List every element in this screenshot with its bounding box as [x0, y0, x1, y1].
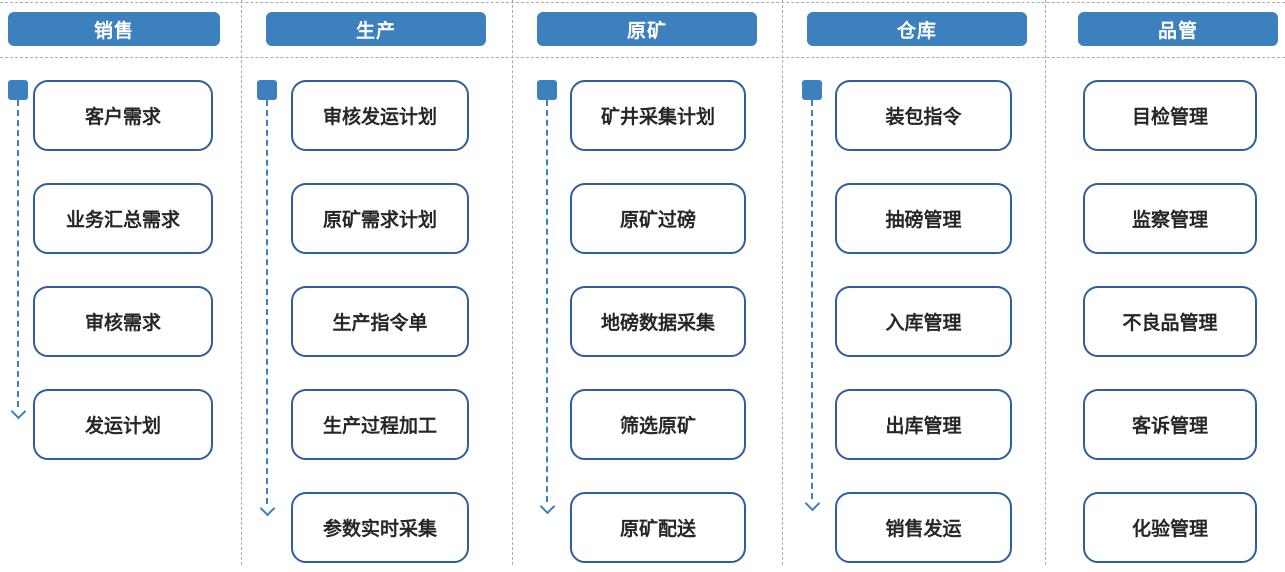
process-box: 入库管理	[835, 286, 1012, 357]
flow-start-marker	[802, 80, 822, 100]
process-box: 装包指令	[835, 80, 1012, 151]
column-header-quality: 品管	[1078, 12, 1278, 46]
column-divider	[512, 0, 513, 565]
flow-start-marker	[257, 80, 277, 100]
process-box: 生产过程加工	[291, 389, 469, 460]
process-box: 客诉管理	[1083, 389, 1257, 460]
process-box: 出库管理	[835, 389, 1012, 460]
process-box: 筛选原矿	[570, 389, 746, 460]
process-box: 矿井采集计划	[570, 80, 746, 151]
process-box: 原矿过磅	[570, 183, 746, 254]
process-box: 监察管理	[1083, 183, 1257, 254]
process-box: 目检管理	[1083, 80, 1257, 151]
process-box: 原矿配送	[570, 492, 746, 563]
arrow-down-icon	[804, 495, 821, 512]
process-box: 审核发运计划	[291, 80, 469, 151]
process-box: 销售发运	[835, 492, 1012, 563]
process-box: 原矿需求计划	[291, 183, 469, 254]
arrow-down-icon	[539, 498, 556, 515]
column-header-warehouse: 仓库	[807, 12, 1027, 46]
column-header-sales: 销售	[8, 12, 220, 46]
flow-arrow-line	[546, 100, 548, 502]
process-box: 客户需求	[33, 80, 213, 151]
process-box: 业务汇总需求	[33, 183, 213, 254]
process-box: 生产指令单	[291, 286, 469, 357]
column-header-production: 生产	[266, 12, 486, 46]
flow-start-marker	[8, 80, 28, 100]
process-box: 发运计划	[33, 389, 213, 460]
flow-start-marker	[537, 80, 557, 100]
process-box: 不良品管理	[1083, 286, 1257, 357]
process-box: 审核需求	[33, 286, 213, 357]
flow-arrow-line	[17, 100, 19, 407]
column-divider	[241, 0, 242, 565]
process-box: 化验管理	[1083, 492, 1257, 563]
header-divider	[0, 57, 1285, 58]
flow-arrow-line	[811, 100, 813, 499]
top-divider	[0, 2, 1285, 3]
process-box: 地磅数据采集	[570, 286, 746, 357]
flow-arrow-line	[266, 100, 268, 504]
arrow-down-icon	[10, 403, 27, 420]
process-box: 参数实时采集	[291, 492, 469, 563]
column-divider	[782, 0, 783, 565]
process-box: 抽磅管理	[835, 183, 1012, 254]
arrow-down-icon	[259, 500, 276, 517]
column-header-raw-ore: 原矿	[537, 12, 757, 46]
column-divider	[1045, 0, 1046, 565]
